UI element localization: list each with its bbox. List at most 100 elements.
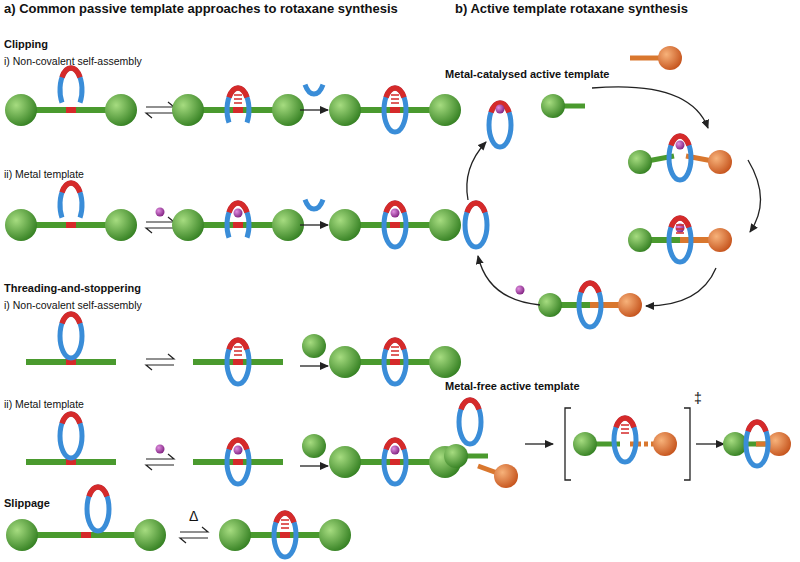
drawing-line — [22, 532, 150, 538]
section-heading: Metal-free active template — [445, 380, 580, 393]
drawing-use — [60, 68, 82, 103]
drawing-use — [614, 418, 636, 462]
transition-state-symbol: ‡ — [694, 390, 702, 406]
section-heading: Metal-catalysed active template — [445, 68, 609, 81]
drawing-use — [541, 94, 565, 118]
metal-free-active-template — [444, 400, 791, 488]
drawing-use — [696, 444, 724, 445]
drawing-path — [646, 268, 716, 306]
drawing-use — [219, 513, 351, 557]
drawing-use — [193, 459, 283, 465]
drawing-use — [60, 183, 82, 218]
drawing-use — [227, 440, 249, 484]
drawing-use — [676, 141, 685, 150]
drawing-use — [60, 414, 82, 458]
drawing-use — [653, 432, 677, 456]
drawing-line — [630, 56, 660, 61]
drawing-use — [444, 444, 468, 468]
drawing-use — [329, 88, 461, 132]
drawing-use — [172, 209, 204, 241]
drawing-use — [391, 95, 399, 103]
drawing-use — [300, 110, 328, 111]
drawing-use — [676, 225, 684, 233]
drawing-use — [494, 464, 518, 488]
heat-symbol: Δ — [189, 508, 198, 524]
threading-metal — [26, 414, 461, 484]
sub-heading: ii) Metal template — [4, 398, 84, 410]
drawing-use — [146, 217, 174, 233]
drawing-use — [87, 487, 109, 531]
drawing-use — [146, 454, 174, 470]
drawing-use — [234, 347, 242, 355]
drawing-use — [134, 519, 166, 551]
drawing-use — [525, 444, 553, 445]
drawing-use — [146, 102, 174, 118]
drawing-use — [105, 209, 137, 241]
drawing-use — [227, 203, 249, 238]
drawing-use — [496, 105, 505, 114]
drawing-use — [329, 340, 461, 384]
drawing-use — [234, 446, 243, 455]
drawing-use — [146, 354, 174, 370]
drawing-path — [748, 160, 761, 232]
drawing-path — [592, 87, 708, 128]
drawing-use — [658, 46, 682, 70]
drawing-path — [478, 256, 540, 305]
section-heading: Clipping — [4, 38, 48, 51]
drawing-use — [329, 203, 461, 247]
drawing-use — [227, 88, 249, 123]
section-heading: Slippage — [4, 497, 50, 510]
threading-noncovalent — [26, 314, 461, 384]
drawing-use — [676, 224, 685, 233]
drawing-use — [300, 466, 328, 467]
drawing-use — [193, 359, 283, 365]
drawing-path — [565, 408, 690, 480]
drawing-use — [573, 432, 597, 456]
drawing-use — [227, 340, 249, 384]
drawing-use — [60, 314, 82, 358]
drawing-use — [5, 209, 37, 241]
drawing-use — [272, 94, 304, 126]
drawing-use — [489, 103, 511, 147]
panel-title: b) Active template rotaxane synthesis — [455, 2, 688, 17]
clipping-noncovalent — [5, 68, 461, 132]
drawing-use — [621, 425, 629, 433]
drawing-rect — [81, 532, 91, 538]
drawing-use — [180, 527, 208, 543]
clipping-metal — [5, 183, 461, 247]
drawing-use — [746, 422, 768, 466]
drawing-use — [538, 283, 642, 327]
drawing-use — [234, 95, 242, 103]
drawing-use — [272, 209, 304, 241]
panel-title: a) Common passive template approaches to… — [4, 2, 398, 17]
drawing-use — [234, 209, 243, 218]
drawing-use — [669, 136, 691, 180]
drawing-use — [516, 286, 525, 295]
drawing-use — [767, 432, 791, 456]
drawing-use — [305, 85, 323, 94]
drawing-use — [105, 94, 137, 126]
drawing-path — [467, 142, 486, 200]
drawing-use — [156, 208, 165, 217]
drawing-use — [628, 150, 652, 174]
section-heading: Threading-and-stoppering — [4, 282, 141, 295]
drawing-use — [628, 218, 732, 262]
drawing-use — [156, 445, 165, 454]
drawing-use — [391, 347, 399, 355]
drawing-use — [459, 400, 481, 444]
sub-heading: ii) Metal template — [4, 168, 84, 180]
drawing-use — [305, 200, 323, 209]
sub-heading: i) Non-covalent self-assembly — [4, 299, 142, 311]
drawing-use — [391, 209, 400, 218]
drawing-use — [723, 432, 747, 456]
drawing-use — [300, 225, 328, 226]
sub-heading: i) Non-covalent self-assembly — [4, 55, 142, 67]
drawing-use — [300, 366, 328, 367]
drawing-use — [329, 440, 461, 484]
drawing-use — [281, 520, 289, 528]
catalytic-cycle — [465, 46, 761, 327]
drawing-use — [6, 519, 38, 551]
drawing-use — [708, 150, 732, 174]
